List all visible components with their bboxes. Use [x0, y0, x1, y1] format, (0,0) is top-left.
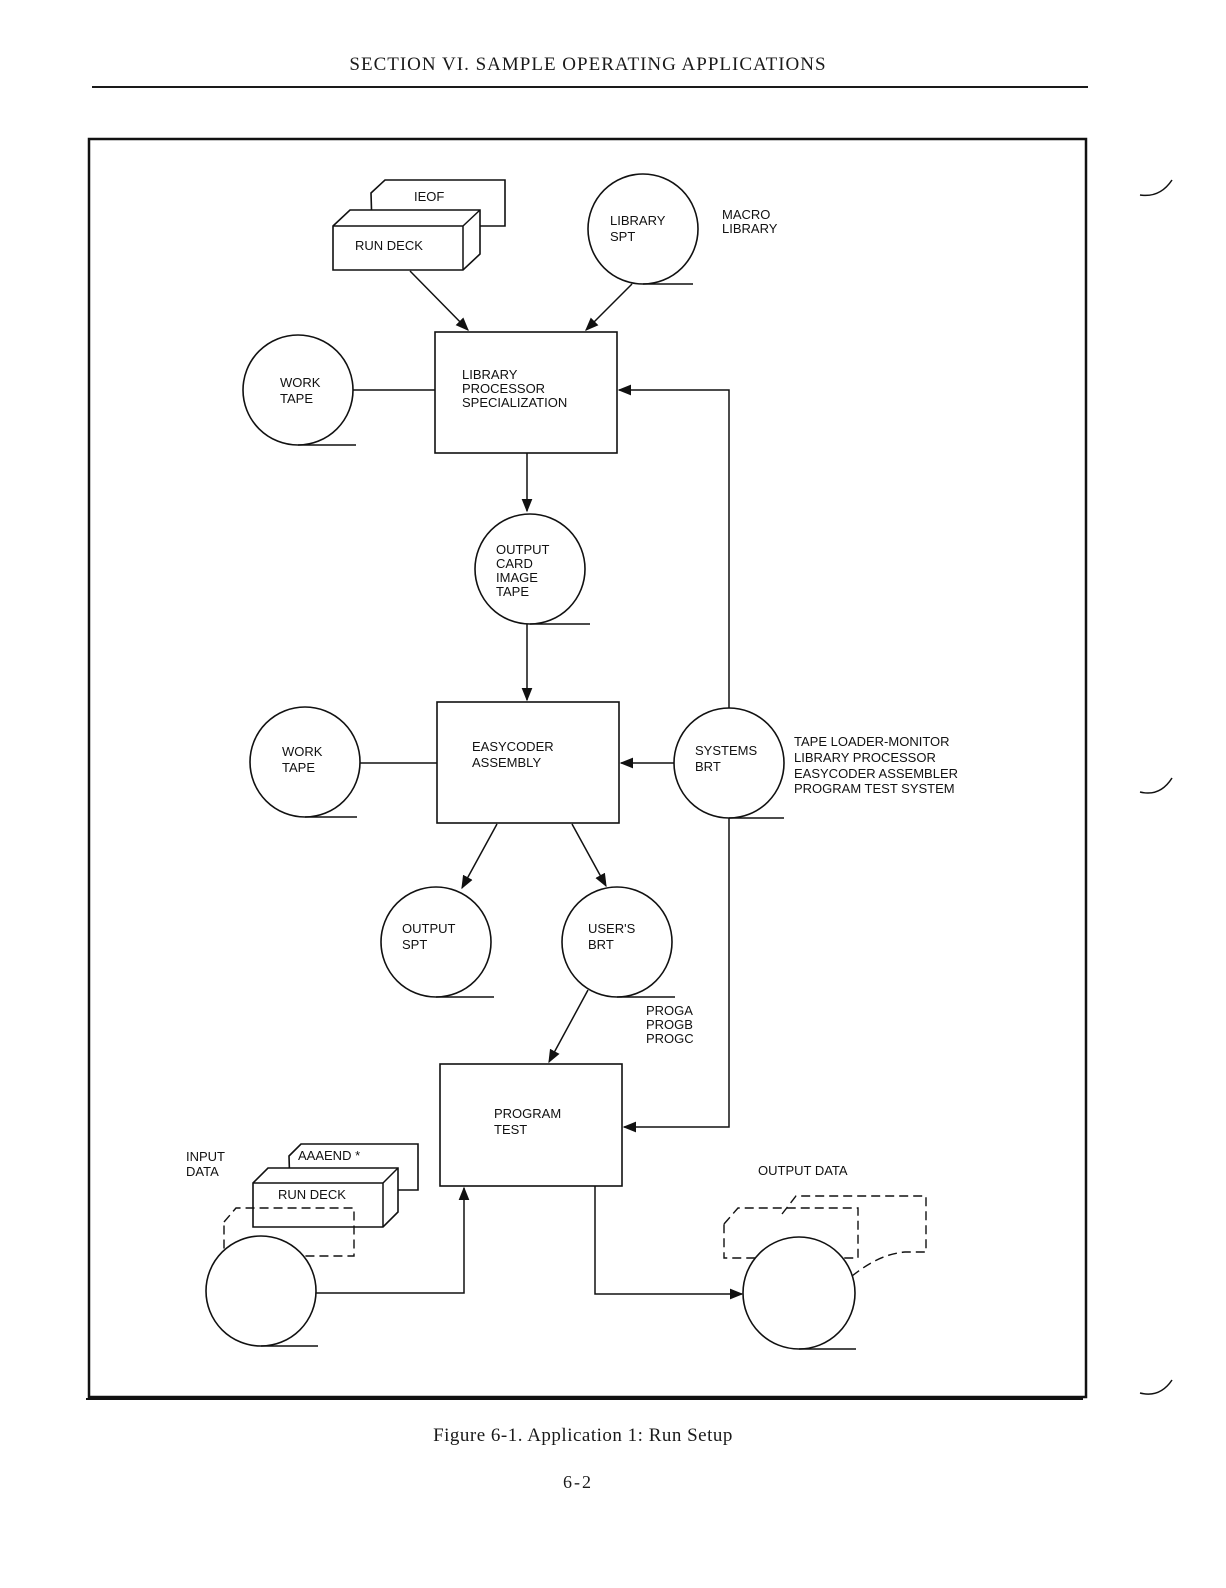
input-data-label-1: INPUT [186, 1149, 225, 1164]
easycoder-label-2: ASSEMBLY [472, 755, 541, 770]
run-deck-input-label: RUN DECK [278, 1187, 346, 1202]
systems-brt-content-3: EASYCODER ASSEMBLER [794, 766, 958, 781]
program-test-box: PROGRAM TEST [439, 1063, 623, 1187]
output-spt-label-1: OUTPUT [402, 921, 456, 936]
figure-frame [87, 137, 1088, 1399]
arrow-systems-brt-to-program-test [622, 818, 730, 1133]
output-spt-tape: OUTPUT SPT [380, 886, 494, 998]
systems-brt-label-2: BRT [695, 759, 721, 774]
library-spt-tape: LIBRARY SPT MACRO LIBRARY [587, 173, 778, 285]
run-deck-top-label: RUN DECK [355, 238, 423, 253]
aaaend-card-label: AAAEND * [298, 1148, 360, 1163]
arrow-systems-brt-to-library-processor [617, 384, 730, 708]
output-spt-label-2: SPT [402, 937, 427, 952]
macro-library-note-2: LIBRARY [722, 221, 778, 236]
work-tape-1-label-2: TAPE [280, 391, 313, 406]
users-brt-reel [561, 886, 673, 998]
output-spt-reel [380, 886, 492, 998]
work-tape-2-label-1: WORK [282, 744, 323, 759]
library-processor-label-3: SPECIALIZATION [462, 395, 567, 410]
systems-brt-content-4: PROGRAM TEST SYSTEM [794, 781, 955, 796]
header-rule [92, 86, 1088, 88]
users-brt-program-3: PROGC [646, 1031, 694, 1046]
systems-brt-reel [673, 707, 785, 819]
ieof-card-label: IEOF [414, 189, 444, 204]
systems-brt-content-2: LIBRARY PROCESSOR [794, 750, 936, 765]
output-card-image-label-4: TAPE [496, 584, 529, 599]
systems-brt-tape: SYSTEMS BRT TAPE LOADER-MONITOR LIBRARY … [673, 707, 958, 819]
systems-brt-label-1: SYSTEMS [695, 743, 757, 758]
arrow-users-brt-to-program-test [548, 989, 589, 1064]
work-tape-1-reel [242, 334, 354, 446]
users-brt-program-2: PROGB [646, 1017, 693, 1032]
library-processor-label-2: PROCESSOR [462, 381, 545, 396]
library-processor-label-1: LIBRARY [462, 367, 518, 382]
users-brt-label-2: BRT [588, 937, 614, 952]
page-header: SECTION VI. SAMPLE OPERATING APPLICATION… [349, 54, 827, 75]
output-data-label: OUTPUT DATA [758, 1163, 848, 1178]
program-test-label-1: PROGRAM [494, 1106, 561, 1121]
library-spt-reel [587, 173, 699, 285]
easycoder-label-1: EASYCODER [472, 739, 554, 754]
output-card-image-tape: OUTPUT CARD IMAGE TAPE [474, 513, 590, 625]
work-tape-2: WORK TAPE [249, 706, 361, 818]
library-processor-box: LIBRARY PROCESSOR SPECIALIZATION [434, 331, 618, 454]
input-data: INPUT DATA AAAEND * RUN DECK [186, 1143, 419, 1347]
arrow-run-deck-to-library-processor [409, 270, 469, 331]
output-data: OUTPUT DATA [723, 1163, 927, 1350]
output-card-image-label-1: OUTPUT [496, 542, 550, 557]
arrow-easycoder-to-users-brt [571, 823, 607, 888]
output-card-image-label-3: IMAGE [496, 570, 538, 585]
output-data-reel [742, 1236, 856, 1350]
library-spt-label-2: SPT [610, 229, 635, 244]
run-deck-top: IEOF RUN DECK [332, 179, 506, 271]
margin-hole-mark-3 [1139, 1379, 1173, 1395]
users-brt-tape: USER'S BRT PROGA PROGB PROGC [561, 886, 694, 1046]
users-brt-label-1: USER'S [588, 921, 636, 936]
run-deck-card-top [332, 209, 481, 271]
arrow-easycoder-to-output-spt [461, 823, 498, 890]
easycoder-assembly-box: EASYCODER ASSEMBLY [436, 701, 620, 824]
arrow-library-spt-to-library-processor [585, 283, 633, 331]
output-dashed-sheet-front [723, 1207, 859, 1259]
page-number: 6-2 [563, 1472, 593, 1492]
input-data-label-2: DATA [186, 1164, 219, 1179]
systems-brt-content-1: TAPE LOADER-MONITOR [794, 734, 950, 749]
margin-hole-mark-1 [1139, 179, 1173, 197]
arrow-program-test-to-output [594, 1186, 744, 1300]
margin-hole-mark-2 [1139, 777, 1173, 794]
arrow-input-to-program-test [316, 1186, 470, 1294]
macro-library-note-1: MACRO [722, 207, 770, 222]
output-dashed-sheet-back [781, 1195, 927, 1277]
work-tape-1-label-1: WORK [280, 375, 321, 390]
program-test-label-2: TEST [494, 1122, 527, 1137]
input-data-reel [205, 1235, 317, 1347]
users-brt-program-1: PROGA [646, 1003, 693, 1018]
input-dashed-card [223, 1207, 355, 1257]
output-card-image-label-2: CARD [496, 556, 533, 571]
work-tape-2-label-2: TAPE [282, 760, 315, 775]
figure-caption: Figure 6-1. Application 1: Run Setup [433, 1425, 733, 1446]
library-spt-label-1: LIBRARY [610, 213, 666, 228]
work-tape-1: WORK TAPE [242, 334, 356, 446]
